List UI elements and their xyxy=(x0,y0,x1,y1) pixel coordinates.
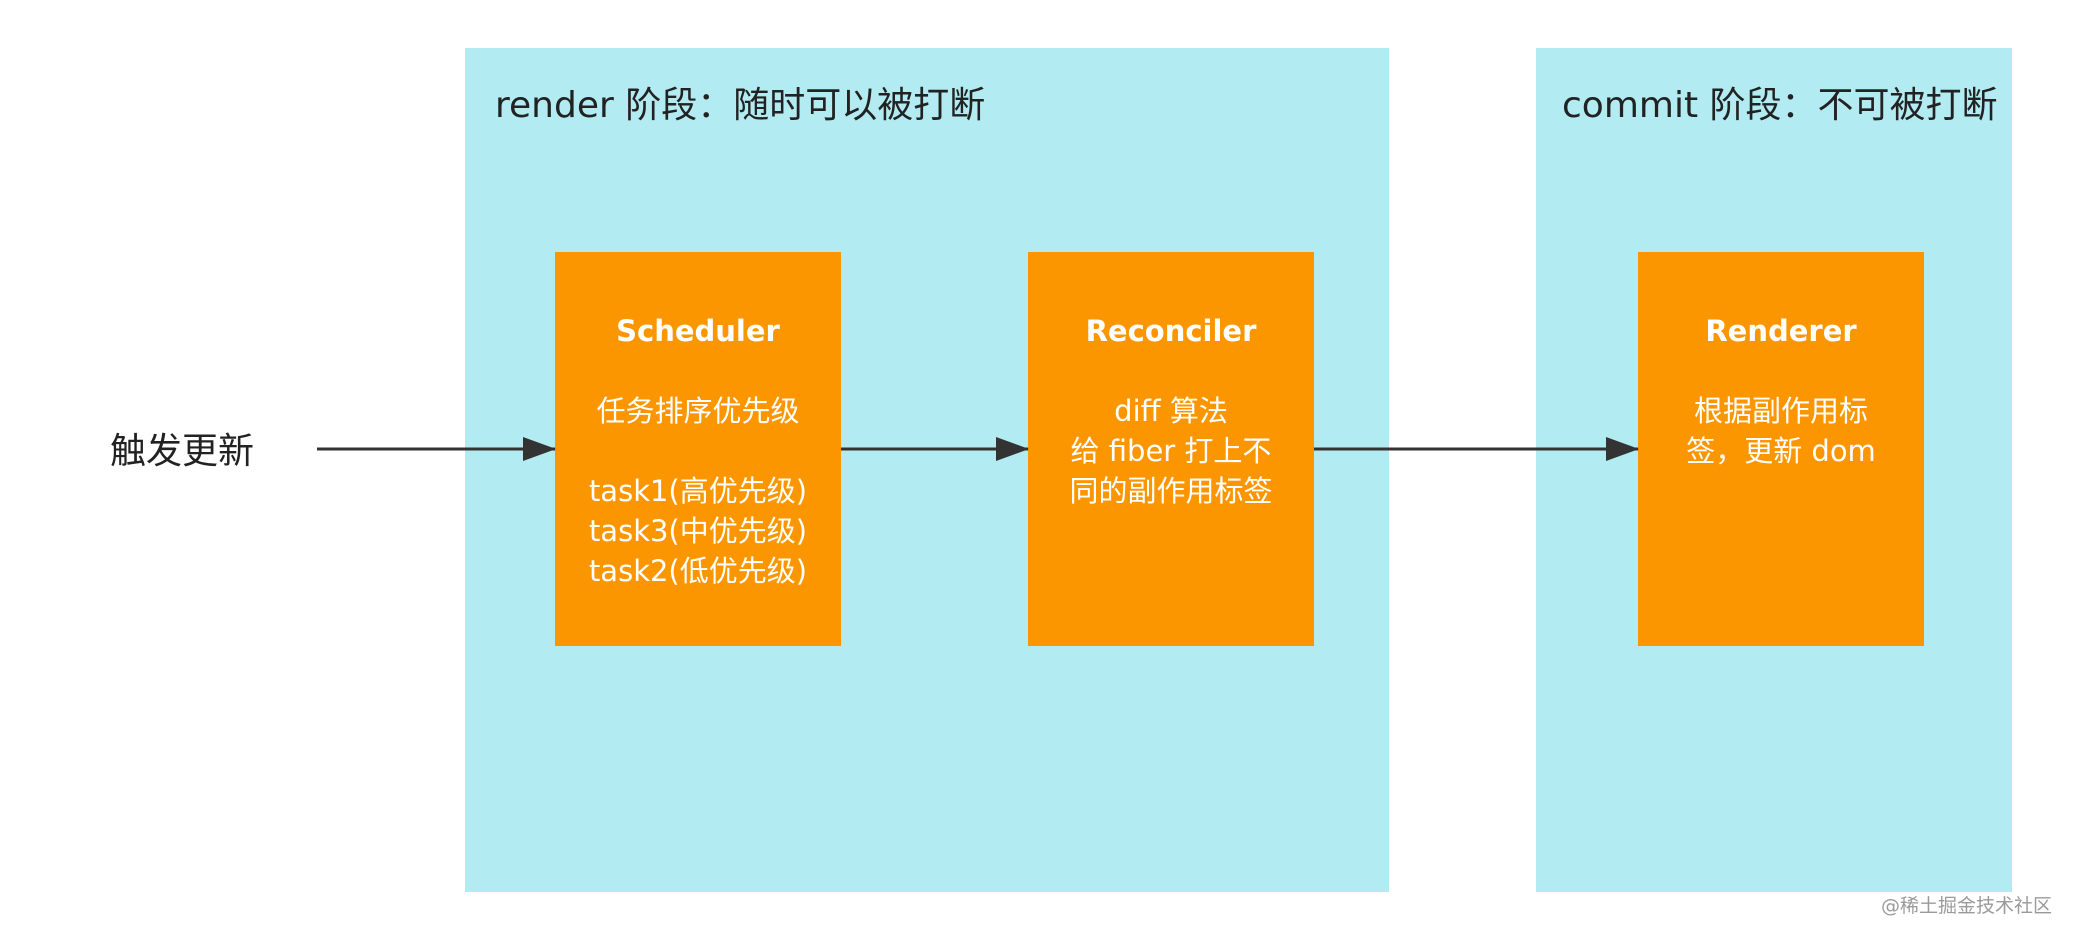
reconciler-line: diff 算法 xyxy=(1114,394,1228,428)
trigger-update-label: 触发更新 xyxy=(110,431,255,472)
scheduler-line: task3(中优先级) xyxy=(588,514,808,548)
reconciler-title: Reconciler xyxy=(1085,314,1257,348)
renderer-line: 签，更新 dom xyxy=(1686,434,1876,468)
renderer-node: Renderer 根据副作用标 签，更新 dom xyxy=(1638,252,1924,646)
scheduler-line: 任务排序优先级 xyxy=(596,394,800,428)
scheduler-title: Scheduler xyxy=(616,314,780,348)
reconciler-line: 同的副作用标签 xyxy=(1069,474,1273,508)
commit-phase-region: commit 阶段：不可被打断 xyxy=(1536,48,2012,892)
renderer-line: 根据副作用标 xyxy=(1693,394,1868,428)
scheduler-line: task1(高优先级) xyxy=(588,474,808,508)
reconciler-node: Reconciler diff 算法 给 fiber 打上不 同的副作用标签 xyxy=(1028,252,1314,646)
renderer-title: Renderer xyxy=(1705,314,1857,348)
reconciler-line: 给 fiber 打上不 xyxy=(1070,434,1272,468)
watermark: @稀土掘金技术社区 xyxy=(1880,895,2052,917)
render-phase-title: render 阶段：随时可以被打断 xyxy=(495,85,986,126)
scheduler-line: task2(低优先级) xyxy=(588,554,808,588)
scheduler-node: Scheduler 任务排序优先级 task1(高优先级) task3(中优先级… xyxy=(555,252,841,646)
commit-phase-title: commit 阶段：不可被打断 xyxy=(1562,85,1998,126)
